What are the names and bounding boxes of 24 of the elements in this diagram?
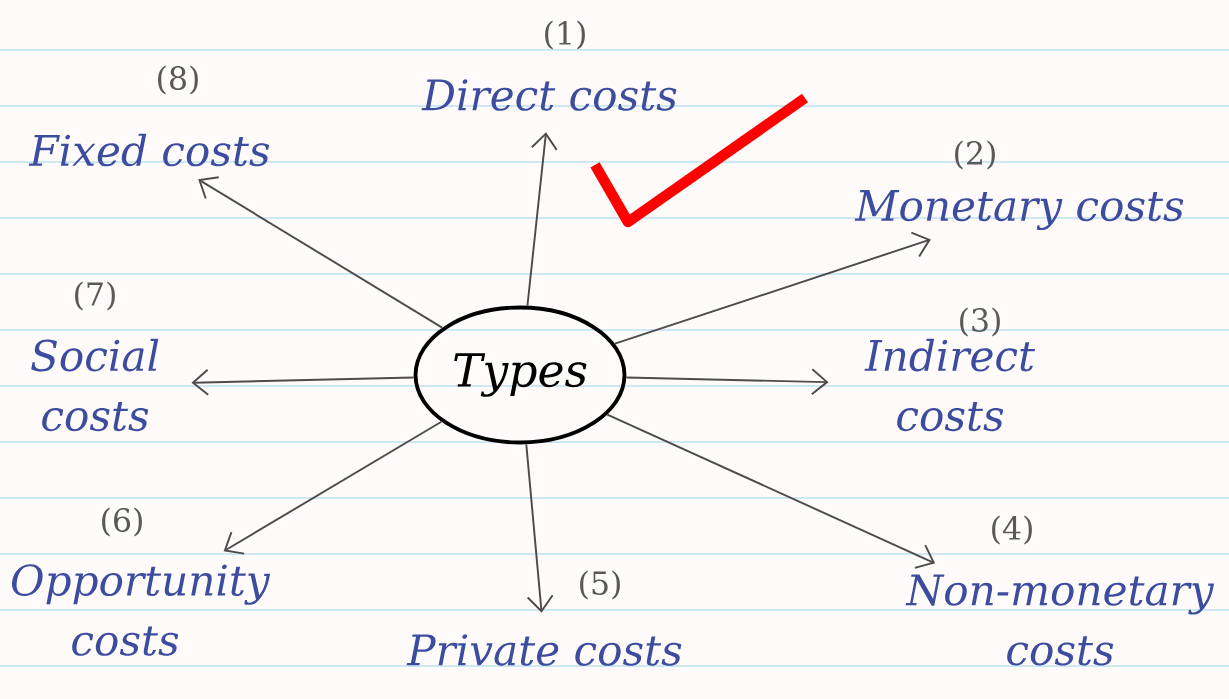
cost-type-label: Monetary costs: [854, 189, 1184, 231]
arrow: [525, 443, 554, 613]
item-number: (6): [102, 507, 142, 537]
item-number: (5): [580, 570, 620, 600]
cost-type-label: Social costs: [31, 338, 159, 432]
item-number: (3): [960, 307, 1000, 337]
item-number: (7): [75, 281, 115, 311]
cost-type-label: Opportunity costs: [11, 564, 271, 656]
cost-type-label: Fixed costs: [28, 133, 270, 167]
arrow: [191, 368, 415, 396]
cost-type-label: Private costs: [406, 634, 682, 666]
arrow: [223, 420, 443, 555]
arrow: [625, 368, 829, 396]
item-number: (4): [992, 515, 1032, 545]
cost-type-label: Indirect costs: [864, 338, 1036, 432]
cost-type-label: Non-monetary costs: [905, 574, 1215, 666]
arrow: [526, 132, 558, 307]
item-number: (2): [955, 140, 995, 170]
arrow: [198, 176, 444, 329]
arrow: [606, 413, 936, 569]
arrow: [614, 231, 931, 345]
item-number: (1): [545, 20, 585, 50]
cost-type-label: Direct costs: [421, 79, 677, 111]
item-number: (8): [158, 65, 198, 95]
